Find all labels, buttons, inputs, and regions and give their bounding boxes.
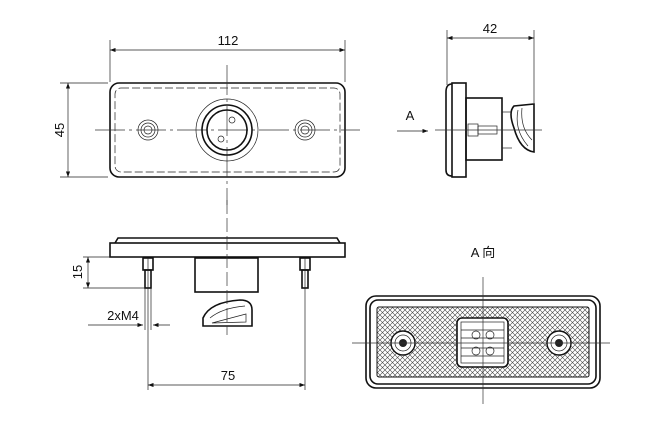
view-a-title: A 向 [471,245,496,260]
view-a: A 向 [352,245,610,404]
height-dimension: 45 [52,123,67,137]
depth-dimension: 42 [483,21,497,36]
bottom-view: 15 2xM4 75 [70,200,346,390]
view-arrow-label: A [406,108,415,123]
screw-right [294,119,316,141]
screw-left [137,119,159,141]
width-dimension: 112 [218,33,239,48]
side-view: 42 A [397,21,542,178]
connector-module [456,317,509,368]
stud-length-dimension: 15 [70,265,85,279]
thread-dimension: 2xM4 [107,308,139,323]
connector-socket [195,98,259,162]
front-view: 112 45 [52,33,360,205]
stud-spacing-dimension: 75 [221,368,235,383]
